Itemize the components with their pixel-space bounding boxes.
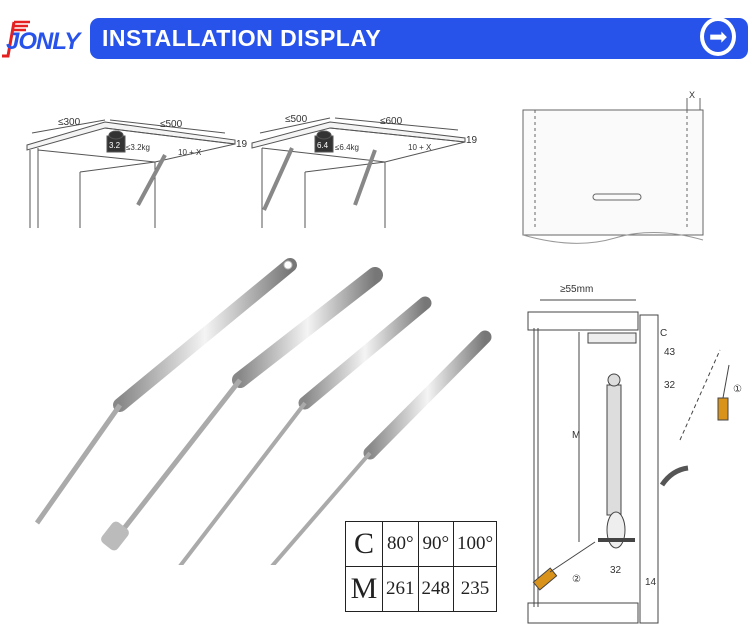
arrow-right-circle-icon[interactable]: ➡ [700, 17, 736, 56]
gas-strut-1 [34, 258, 297, 525]
offset-label: 10 + X [178, 148, 202, 157]
section-header: INSTALLATION DISPLAY ➡ [90, 17, 748, 59]
screwdriver-icon [532, 567, 558, 591]
width-left: ≤500 [285, 114, 308, 125]
gas-strut-4 [270, 330, 492, 565]
gas-strut-3 [178, 296, 432, 565]
gas-strut-icon [262, 147, 294, 211]
table-cell: 235 [452, 566, 498, 612]
section-title: INSTALLATION DISPLAY [102, 25, 382, 51]
thickness-label: 19 [236, 139, 248, 150]
thickness-label: 19 [466, 135, 478, 146]
brand-logo: JONLY [2, 20, 88, 60]
panel-label: 14 [645, 577, 657, 588]
weight-limit: ≤6.4kg [335, 143, 359, 152]
angle-label: C [660, 328, 667, 339]
rotate-arrow-icon [659, 465, 689, 487]
screwdriver-icon [717, 397, 729, 421]
gas-strut-icon [353, 149, 377, 206]
installation-diagram: ≥55mm M 43 32 32 14 C ① ② [527, 284, 742, 624]
offset-label: 10 + X [408, 143, 432, 152]
door-gap-diagram: X [522, 90, 704, 244]
table-cell: 80° [382, 521, 419, 567]
top-offset-label: 43 [664, 347, 676, 358]
gas-strut-2 [101, 267, 383, 551]
gas-struts-product [34, 258, 492, 565]
bottom-spacing-label: 32 [610, 565, 622, 576]
table-cell: 100° [452, 521, 498, 567]
min-depth-label: ≥55mm [560, 284, 593, 295]
cabinet-diagram-large: 6.4 ≤6.4kg ≤500 ≤600 10 + X 19 [251, 114, 478, 228]
row-head: C [345, 521, 383, 567]
gap-label: X [689, 90, 695, 100]
weight-label: 3.2 [109, 141, 121, 150]
step2-label: ② [572, 574, 581, 585]
width-right: ≤500 [160, 119, 183, 130]
door-handle [592, 193, 642, 201]
width-left: ≤300 [58, 117, 81, 128]
width-right: ≤600 [380, 116, 403, 127]
top-spacing-label: 32 [664, 380, 676, 391]
row-head: M [345, 566, 383, 612]
weight-label: 6.4 [317, 141, 329, 150]
table-cell: 248 [417, 566, 454, 612]
table-cell: 261 [382, 566, 419, 612]
gas-strut-icon [136, 154, 167, 206]
length-label: M [572, 430, 580, 441]
logo-swoosh-icon [2, 20, 30, 58]
weight-limit: ≤3.2kg [126, 143, 150, 152]
cabinet-diagram-small: 3.2 ≤3.2kg ≤300 ≤500 10 + X 19 [26, 117, 248, 228]
table-cell: 90° [417, 521, 454, 567]
step1-label: ① [733, 384, 742, 395]
logo-text: JONLY [6, 28, 80, 55]
